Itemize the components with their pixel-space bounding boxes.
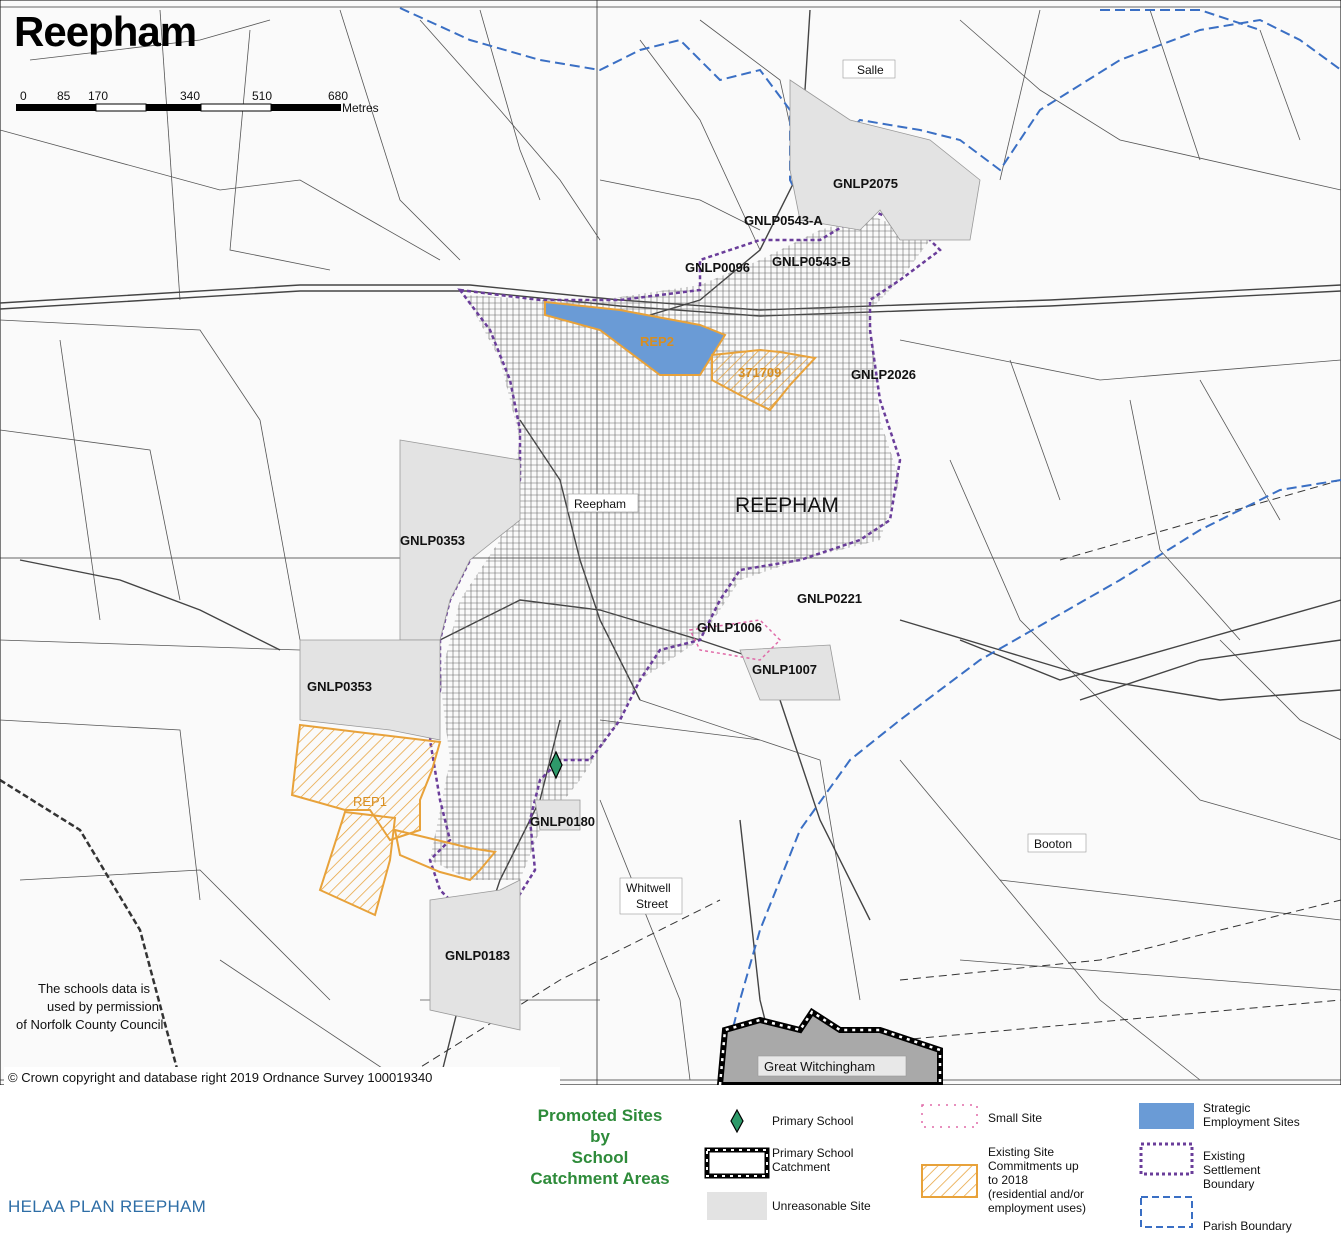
place-label-whitwell: Whitwell	[626, 881, 671, 895]
legend-label-catchment-line-2: Catchment	[772, 1160, 831, 1174]
place-label-salle: Salle	[857, 63, 884, 77]
commitment-sites	[290, 348, 817, 917]
place-label-booton: Booton	[1034, 837, 1072, 851]
unreasonable-sites	[299, 79, 981, 1031]
site-label-371709: 371709	[738, 365, 781, 380]
railway	[0, 778, 182, 1081]
legend	[0, 1085, 1341, 1245]
page-caption: HELAA PLAN REEPHAM	[8, 1197, 207, 1216]
site-label-gnlp1006: GNLP1006	[697, 620, 762, 635]
site-label-gnlp1007: GNLP1007	[752, 662, 817, 677]
site-gnlp0180-area	[534, 799, 581, 831]
legend-label-commitments-line-3: to 2018	[988, 1173, 1029, 1187]
legend-label-settlement-line-2: Settlement	[1203, 1163, 1261, 1177]
site-rep1-area	[290, 723, 442, 842]
legend-title-line-3: School	[571, 1148, 629, 1167]
site-label-gnlp0353-south: GNLP0353	[307, 679, 372, 694]
legend-label-parish: Parish Boundary	[1203, 1219, 1292, 1233]
legend-label-strategic-line-1: Strategic	[1203, 1101, 1251, 1115]
place-labels: Salle Reepham REEPHAM Whitwell Street Bo…	[567, 59, 1087, 1077]
site-371709-area	[711, 348, 817, 412]
scale-tick-510: 510	[252, 89, 272, 103]
legend-symbols	[704, 1103, 1194, 1228]
map-title: Reepham	[14, 8, 197, 55]
site-label-rep2: REP2	[640, 334, 674, 349]
legend-label-small-site: Small Site	[988, 1111, 1043, 1125]
scale-tick-340: 340	[180, 89, 200, 103]
map-title-box: Reepham	[14, 8, 197, 56]
site-gnlp2075-area	[789, 79, 981, 241]
map-canvas: 0 85 170 340 510 680 Metres Salle Reepha…	[0, 0, 1341, 1085]
place-label-street: Street	[636, 897, 669, 911]
site-labels: GNLP2075 GNLP0543-A GNLP0096 GNLP0543-B …	[307, 176, 916, 963]
schools-note-line-3: of Norfolk County Council	[16, 1017, 164, 1032]
site-gnlp0183-area	[429, 879, 521, 1031]
site-gnlp1007-area	[739, 644, 841, 701]
site-gnlp0353-south-area	[299, 639, 441, 741]
legend-label-commitments-line-2: Commitments up	[988, 1159, 1079, 1173]
legend-label-catchment-line-1: Primary School	[772, 1146, 854, 1160]
legend-title-line-2: by	[590, 1127, 610, 1146]
parish-boundary	[399, 7, 1341, 1081]
scale-tick-170: 170	[88, 89, 108, 103]
legend-label-primary-school: Primary School	[772, 1114, 854, 1128]
place-label-great-witchingham: Great Witchingham	[764, 1059, 875, 1074]
site-label-gnlp0096: GNLP0096	[685, 260, 750, 275]
site-label-gnlp0353-north: GNLP0353	[400, 533, 465, 548]
legend-label-commitments-line-5: employment uses)	[988, 1201, 1087, 1215]
site-rep1-south-area	[318, 810, 397, 917]
legend-label-strategic-line-2: Employment Sites	[1203, 1115, 1300, 1129]
site-label-gnlp0221: GNLP0221	[797, 591, 862, 606]
site-rep2-area	[544, 300, 727, 376]
parish-boundary-icon	[1140, 1196, 1193, 1228]
primary-school-marker[interactable]	[549, 750, 563, 780]
legend-label-catchment: Primary School Catchment	[772, 1146, 853, 1174]
site-label-gnlp0543b: GNLP0543-B	[772, 254, 851, 269]
legend-title-line-4: Catchment Areas	[530, 1169, 670, 1188]
schools-note-line-2: used by permission	[47, 999, 159, 1014]
legend-label-settlement: Existing Settlement Boundary	[1203, 1149, 1260, 1191]
settlement-boundary-icon	[1139, 1142, 1194, 1176]
place-label-reepham-town: REEPHAM	[735, 494, 839, 517]
site-label-gnlp0183: GNLP0183	[445, 948, 510, 963]
site-label-gnlp0543a: GNLP0543-A	[744, 213, 823, 228]
legend-label-unreasonable: Unreasonable Site	[772, 1199, 871, 1213]
copyright-notice: © Crown copyright and database right 201…	[8, 1070, 432, 1085]
site-label-gnlp2026: GNLP2026	[851, 367, 916, 382]
unreasonable-site-icon	[707, 1192, 767, 1220]
primary-school-icon	[730, 1108, 744, 1134]
legend-label-strategic: Strategic Employment Sites	[1203, 1101, 1300, 1129]
strategic-employment-icon	[1139, 1103, 1194, 1129]
schools-note-line-1: The schools data is	[38, 981, 151, 996]
legend-label-settlement-line-1: Existing	[1203, 1149, 1246, 1163]
legend-label-commitments-line-4: (residential and/or	[988, 1187, 1085, 1201]
catchment-icon	[704, 1147, 770, 1179]
site-rep1-east-area	[393, 828, 497, 882]
scale-unit: Metres	[342, 101, 379, 115]
legend-label-settlement-line-3: Boundary	[1203, 1177, 1255, 1191]
site-label-gnlp2075: GNLP2075	[833, 176, 898, 191]
scale-tick-680: 680	[328, 89, 348, 103]
dashed-tracks	[399, 479, 1341, 1081]
small-site-icon	[921, 1104, 978, 1128]
site-label-gnlp0180: GNLP0180	[530, 814, 595, 829]
place-label-reepham: Reepham	[574, 497, 626, 511]
scale-tick-85: 85	[57, 89, 71, 103]
built-up-area	[430, 215, 930, 880]
scale-tick-0: 0	[20, 89, 27, 103]
legend-label-commitments: Existing Site Commitments up to 2018 (re…	[988, 1145, 1086, 1215]
legend-title: Promoted Sites by School Catchment Areas	[500, 1105, 700, 1189]
legend-title-line-1: Promoted Sites	[537, 1106, 663, 1125]
scale-bar: 0 85 170 340 510 680 Metres	[16, 89, 379, 115]
legend-label-commitments-line-1: Existing Site	[988, 1145, 1055, 1159]
site-label-rep1: REP1	[353, 794, 387, 809]
commitment-icon	[921, 1164, 978, 1198]
schools-data-note: The schools data is used by permission o…	[16, 981, 164, 1032]
